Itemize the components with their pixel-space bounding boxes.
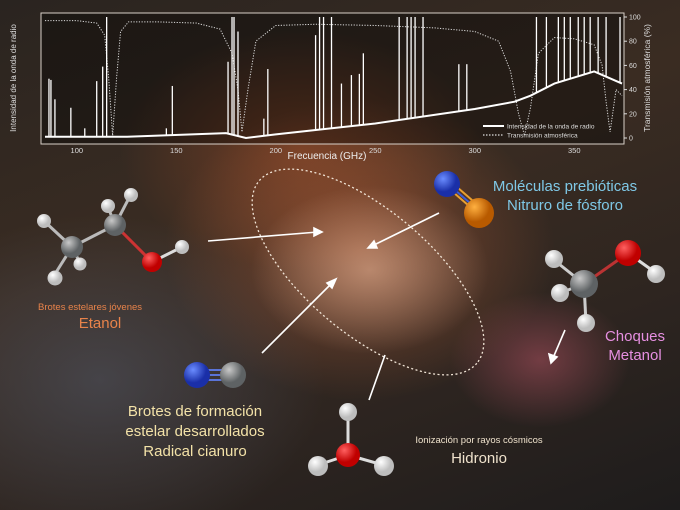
y-tick-label: 20	[629, 111, 637, 118]
h3o-label: Hidronio	[451, 450, 507, 467]
y-axis-right-label: Transmisión atmosférica (%)	[642, 24, 652, 132]
cn-label: Radical cianuro	[143, 443, 247, 460]
y-tick-label: 80	[629, 39, 637, 46]
arrow-metanol	[552, 329, 566, 359]
cyanide-radical-molecule-icon	[184, 362, 246, 388]
arrows	[207, 212, 566, 401]
x-tick-label: 150	[170, 146, 183, 155]
x-tick-label: 250	[369, 146, 382, 155]
spectrum-chart: 100 150 200 250 300 350 0 20 40 60 80 100 Frecuenc…	[9, 12, 652, 162]
metanol-context-label: Choques	[604, 328, 666, 345]
etanol-label: Etanol	[78, 315, 122, 332]
x-axis-label: Frecuencia (GHz)	[288, 151, 367, 162]
plot-frame	[40, 12, 625, 145]
x-tick-label: 300	[469, 146, 482, 155]
arrow-h3o	[368, 354, 386, 401]
arrow-cn	[261, 282, 333, 354]
y-tick-label: 0	[629, 136, 633, 143]
x-tick-label: 350	[568, 146, 581, 155]
y-tick-label: 40	[629, 87, 637, 94]
y-axis-left-label: Intensidad de la onda de radio	[9, 24, 18, 132]
pn-label: Nitruro de fósforo	[507, 197, 623, 214]
source-region-ellipse	[251, 168, 485, 376]
x-tick-label: 200	[270, 146, 283, 155]
series-radio-intensity-baseline	[44, 70, 623, 140]
y-tick-label: 60	[629, 63, 637, 70]
arrow-etanol	[207, 231, 319, 242]
x-tick-label: 100	[71, 146, 84, 155]
ethanol-molecule-icon	[37, 188, 189, 286]
metanol-label: Metanol	[608, 347, 662, 364]
cn-context-line1: Brotes de formación	[127, 403, 263, 420]
phosphorus-nitride-molecule-icon	[434, 171, 494, 228]
y-tick-label: 100	[629, 15, 641, 22]
cn-context-line2: estelar desarrollados	[125, 423, 265, 440]
methanol-molecule-icon	[545, 240, 665, 332]
h3o-context-label: Ionización por rayos cósmicos	[415, 435, 543, 446]
arrow-pn	[371, 212, 440, 247]
pn-context-label: Moléculas prebióticas	[492, 178, 638, 195]
legend-radio-intensity: Intensidad de la onda de radio	[507, 124, 595, 131]
hydronium-molecule-icon	[308, 403, 394, 476]
legend-atm-transmission: Transmisión atmosférica	[507, 133, 578, 140]
etanol-context-label: Brotes estelares jóvenes	[37, 302, 143, 313]
